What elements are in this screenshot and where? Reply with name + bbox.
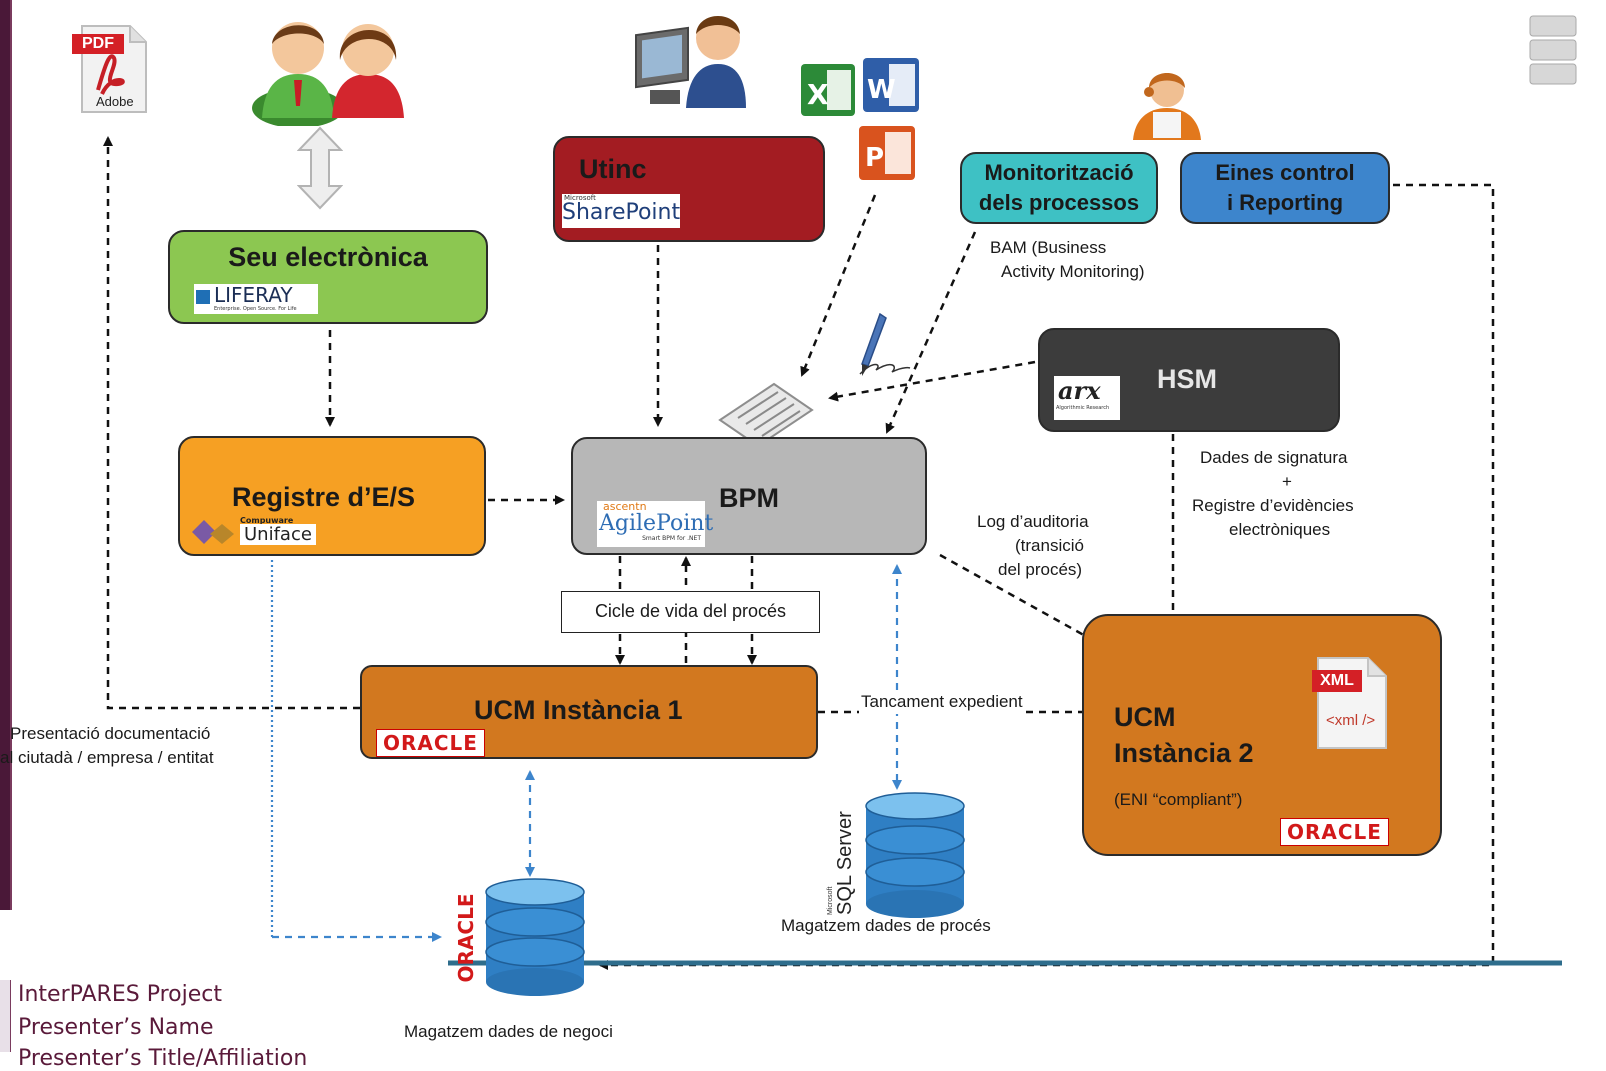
operator-icon (1127, 68, 1209, 142)
monitor-node[interactable]: Monitorització dels processos (960, 152, 1158, 224)
cicle-vida-node: Cicle de vida del procés (561, 591, 820, 633)
bam-label-line1: BAM (Business (990, 238, 1107, 257)
bpm-node[interactable]: BPM ascentn AgilePoint Smart BPM for .NE… (571, 437, 927, 555)
utinc-title: Utinc (579, 154, 647, 184)
presentacio-line2: al ciutadà / empresa / entitat (0, 748, 214, 767)
arx-logo: arx Algorithmic Research (1054, 376, 1120, 420)
monitor-title-line1: Monitorització (984, 160, 1134, 185)
left-side-band-inner (10, 0, 12, 910)
server-icon (1528, 14, 1578, 88)
log-auditoria-line2: (transició (1015, 536, 1084, 555)
dades-signatura-line2: + (1282, 472, 1292, 491)
liferay-logo-text: LIFERAY (214, 283, 293, 307)
ucm1-title: UCM Instància 1 (474, 695, 683, 725)
liferay-logo-sub: Enterprise. Open Source. For Life (214, 306, 297, 312)
double-arrow-icon (296, 126, 344, 210)
eines-title-line2: i Reporting (1226, 190, 1344, 215)
oracle-db-logo: ORACLE (454, 893, 478, 983)
seu-title: Seu electrònica (228, 242, 428, 272)
sharepoint-logo-top: Microsoft (564, 194, 596, 202)
edge-hsm-document (828, 360, 1036, 402)
agilepoint-logo-top: ascentn (603, 500, 647, 513)
presenter-icon (630, 8, 748, 112)
office-icon: X W P (797, 54, 925, 186)
bam-label-line2: Activity Monitoring) (1001, 262, 1145, 281)
log-auditoria-line3: del procés) (998, 560, 1083, 579)
footer-logo-icon (0, 980, 11, 1052)
sql-server-logo-text: SQL Server (834, 811, 856, 915)
edge-ucm1-pdf (103, 136, 360, 710)
uniface-logo: Compuware Uniface (190, 516, 326, 548)
uniface-logo-top: Compuware (240, 516, 294, 525)
registre-node[interactable]: Registre d’E/S Compuware Uniface (178, 436, 486, 556)
monitor-title-line2: dels processos (978, 190, 1140, 215)
utinc-node[interactable]: Utinc Microsoft SharePoint (553, 136, 825, 242)
dades-signatura-line1: Dades de signatura (1200, 448, 1348, 467)
pdf-label: PDF (72, 34, 124, 54)
pen-icon (852, 310, 914, 380)
magatzem-proces-label: Magatzem dades de procés (781, 916, 991, 935)
arx-logo-text: arx (1058, 376, 1101, 405)
agilepoint-logo-text: AgilePoint (599, 511, 714, 536)
ucm2-node[interactable]: UCM Instància 2 (ENI “compliant”) ORACLE… (1082, 614, 1442, 856)
ucm1-node[interactable]: UCM Instància 1 ORACLE (360, 665, 818, 759)
svg-text:X: X (807, 78, 829, 111)
sql-database: Microsoft SQL Server (818, 792, 978, 922)
footer-presenter-title: Presenter’s Title/Affiliation (18, 1046, 308, 1071)
sql-server-logo: Microsoft SQL Server (827, 795, 857, 915)
xml-code: <xml /> (1326, 712, 1376, 729)
arx-logo-sub: Algorithmic Research (1056, 405, 1110, 411)
presentacio-line1: Presentació documentació (10, 724, 211, 743)
left-side-band (0, 0, 10, 910)
hsm-title: HSM (1157, 364, 1217, 394)
ucm1-oracle-logo: ORACLE (376, 729, 485, 757)
edge-office-document (800, 194, 877, 377)
edge-bpm-monitor (885, 231, 977, 434)
adobe-label: Adobe (96, 94, 134, 109)
edge-bpm-ucm2 (939, 553, 1127, 660)
dades-signatura-line3: Registre d’evidències (1192, 496, 1354, 515)
database-icon (865, 792, 965, 918)
seu-node[interactable]: Seu electrònica LIFERAY Enterprise. Open… (168, 230, 488, 324)
eines-title-line1: Eines control (1215, 160, 1355, 185)
users-icon (246, 8, 416, 128)
sharepoint-logo: Microsoft SharePoint (562, 194, 680, 228)
sharepoint-logo-text: SharePoint (562, 200, 681, 225)
database-icon (485, 878, 585, 996)
footer-presenter-name: Presenter’s Name (18, 1015, 214, 1040)
sql-server-logo-top: Microsoft (827, 886, 834, 915)
xml-tag: XML (1312, 670, 1362, 692)
log-auditoria-line1: Log d’auditoria (977, 512, 1089, 531)
ucm2-title-line2: Instància 2 (1114, 738, 1254, 768)
cicle-vida-title: Cicle de vida del procés (594, 601, 787, 621)
xml-file-icon: XML <xml /> (1312, 656, 1390, 750)
uniface-logo-text: Uniface (240, 524, 316, 545)
bpm-title: BPM (719, 483, 779, 513)
ucm2-note: (ENI “compliant”) (1114, 790, 1243, 809)
dades-signatura-line4: electròniques (1229, 520, 1331, 539)
liferay-logo: LIFERAY Enterprise. Open Source. For Lif… (194, 284, 318, 314)
pdf-file-icon: PDF Adobe (72, 22, 150, 116)
agilepoint-logo: ascentn AgilePoint Smart BPM for .NET (597, 500, 714, 547)
ucm2-title-line1: UCM (1114, 702, 1176, 732)
magatzem-negoci-label: Magatzem dades de negoci (404, 1022, 613, 1041)
ucm2-oracle-logo: ORACLE (1280, 818, 1389, 846)
eines-node[interactable]: Eines control i Reporting (1180, 152, 1390, 224)
agilepoint-logo-sub: Smart BPM for .NET (642, 535, 701, 542)
registre-title: Registre d’E/S (232, 482, 416, 512)
footer-project: InterPARES Project (18, 982, 222, 1007)
svg-text:W: W (867, 75, 896, 105)
tancament-label: Tancament expedient (859, 690, 1025, 714)
svg-text:P: P (865, 143, 884, 173)
hsm-node[interactable]: HSM arx Algorithmic Research (1038, 328, 1340, 432)
oracle-database: ORACLE (452, 878, 602, 1008)
